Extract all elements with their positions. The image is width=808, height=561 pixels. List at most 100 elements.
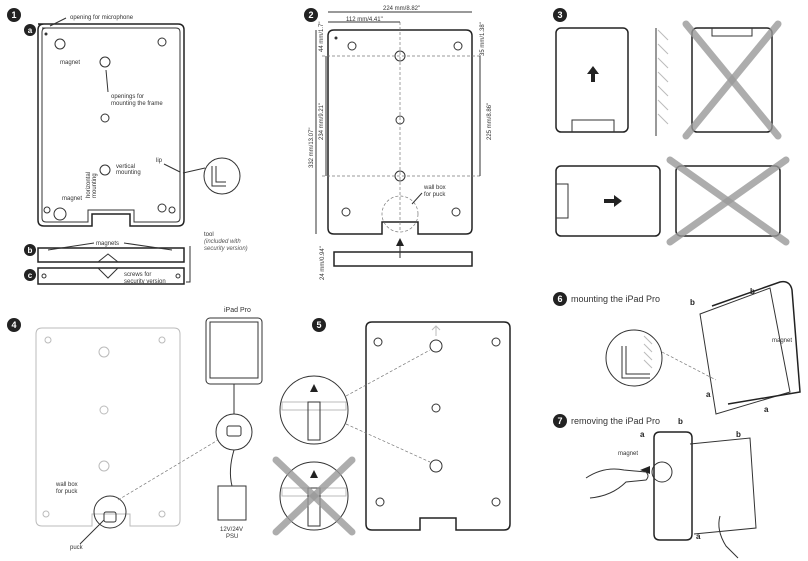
label-screws-line1: screws for — [124, 272, 151, 278]
label-horizontal-line1: horizontal — [86, 172, 92, 198]
dim-top-left: 44 mm/1.7" — [319, 22, 325, 52]
faint-hole-3-icon — [42, 510, 50, 518]
label-a-bottom-p7: a — [696, 532, 701, 541]
label-ipad-pro: iPad Pro — [224, 307, 251, 314]
portrait-notch — [571, 119, 615, 132]
step-3-badge: 3 — [553, 8, 567, 22]
screw-detail-shaft-wrong — [307, 487, 321, 527]
cross-screw-b — [272, 456, 356, 536]
leader-puck-detail — [117, 439, 219, 501]
lip-detail-profile — [211, 166, 226, 187]
screw-down-arrow-wrong-icon — [310, 470, 318, 478]
landscape-notch — [556, 183, 569, 219]
magnet-detail-p7 — [651, 461, 673, 483]
hand-right-icon — [718, 515, 739, 559]
dim-mid-right: 225 mm/8.86" — [487, 103, 493, 140]
step-7-badge: 7 — [553, 414, 567, 428]
wall-box-outline — [381, 195, 419, 233]
p5-hole-top-left-icon — [373, 337, 383, 347]
p5-hole-top-right-icon — [491, 337, 501, 347]
keyhole-bottom-icon — [99, 164, 111, 176]
magnet-top-icon — [54, 38, 66, 50]
bar-b-notch — [97, 253, 119, 263]
label-openings-line1: openings for — [111, 94, 144, 100]
screw-right-icon — [175, 273, 181, 279]
label-microphone-opening: opening for microphone — [70, 15, 134, 21]
label-tool: tool — [204, 232, 214, 238]
faint-keyhole-bottom-icon — [98, 460, 110, 472]
arrow-up-icon — [587, 66, 599, 82]
frame-portrait-top-notch — [711, 28, 753, 37]
title-removing: removing the iPad Pro — [571, 416, 660, 426]
leader-screw-bottom — [345, 423, 431, 463]
arrow-right-magnet-icon — [640, 466, 650, 474]
bottom-bar-b — [37, 247, 185, 263]
screw-detail-shaft — [307, 401, 321, 441]
label-wall-box-p4-line2: for puck — [56, 489, 78, 495]
step-2-number: 2 — [308, 10, 313, 20]
sub-label-a-badge — [24, 24, 36, 36]
panel-2-dimensions: 224 mm/8.82" 112 mm/4.41" 332 mm/13.07" … — [309, 6, 493, 280]
leader-magnets-left — [47, 242, 95, 251]
label-b-top-p7: b — [678, 417, 683, 426]
screw-detail-wall — [281, 401, 347, 411]
panel-4-power: wall box for puck puck iPad Pro 12V/24V … — [35, 307, 263, 551]
leader-lip-p6 — [661, 351, 717, 381]
label-horizontal-line2: mounting — [92, 173, 98, 198]
dim-top-right: 35 mm/1.38" — [480, 22, 486, 56]
step-7-number: 7 — [557, 416, 562, 426]
step-1-badge: 1 — [7, 8, 21, 22]
psu-box-icon — [217, 485, 247, 521]
label-a-top-p7: a — [640, 430, 645, 439]
faint-keyhole-top-icon — [98, 346, 110, 358]
step-5-number: 5 — [316, 320, 321, 330]
microphone-hole-icon — [44, 32, 48, 36]
step-6-badge: 6 — [553, 292, 567, 306]
label-b-top: b — [690, 298, 695, 307]
label-openings-line2: mounting the frame — [111, 101, 163, 107]
frame-outline-p5 — [365, 321, 511, 531]
label-magnet-p6: magnet — [772, 338, 792, 344]
leader-puck — [79, 519, 105, 545]
mount-hole-bottom-right-icon — [157, 203, 167, 213]
label-psu-line2: PSU — [226, 534, 238, 540]
corner-hole-bottom-right-icon — [168, 206, 176, 214]
dim-half: 112 mm/4.41" — [346, 17, 383, 23]
lip-detail-p6 — [605, 329, 663, 387]
puck-detail-icon — [226, 425, 242, 437]
leader-lip-detail — [182, 167, 206, 174]
label-tool-note-line2: security version) — [204, 246, 248, 252]
center-hole-icon — [100, 113, 110, 123]
frame-inner-outline — [41, 27, 181, 223]
frame-upright-p7 — [653, 431, 693, 541]
lip-detail-circle — [203, 157, 241, 195]
title-mounting: mounting the iPad Pro — [571, 294, 660, 304]
faint-center-hole-icon — [99, 405, 109, 415]
arrow-right-icon — [604, 195, 622, 207]
puck-circle — [93, 495, 127, 529]
label-psu-line1: 12V/24V — [220, 527, 243, 533]
lip-detail-p6-profile — [621, 346, 650, 379]
label-wall-box-p4-line1: wall box — [55, 482, 78, 488]
label-tool-note-line1: (included with — [204, 239, 241, 245]
dim-bottom: 24 mm/0.94" — [320, 246, 326, 280]
label-a-right: a — [764, 405, 769, 414]
leader-screw-top — [345, 349, 431, 397]
label-puck: puck — [70, 545, 84, 551]
puck-connector-icon — [103, 511, 117, 523]
screw-detail-correct — [279, 375, 349, 445]
label-vertical-line2: mounting — [116, 170, 141, 176]
dim-mid-left: 234 mm/9.21" — [319, 103, 325, 140]
bottom-bar-dimensions — [333, 251, 473, 267]
step-3-number: 3 — [557, 10, 562, 20]
label-magnets: magnets — [96, 241, 119, 247]
corner-hole-bottom-left-icon — [43, 206, 51, 214]
label-wall-box-line2: for puck — [424, 192, 446, 198]
p5-center-hole-icon — [431, 403, 441, 413]
arrow-up-bar-icon — [396, 238, 404, 246]
hole-dim-bottom-right-icon — [451, 207, 461, 217]
screw-detail-wrong — [279, 461, 349, 531]
screw-down-arrow-icon — [310, 384, 318, 392]
label-magnet-top: magnet — [60, 60, 80, 66]
